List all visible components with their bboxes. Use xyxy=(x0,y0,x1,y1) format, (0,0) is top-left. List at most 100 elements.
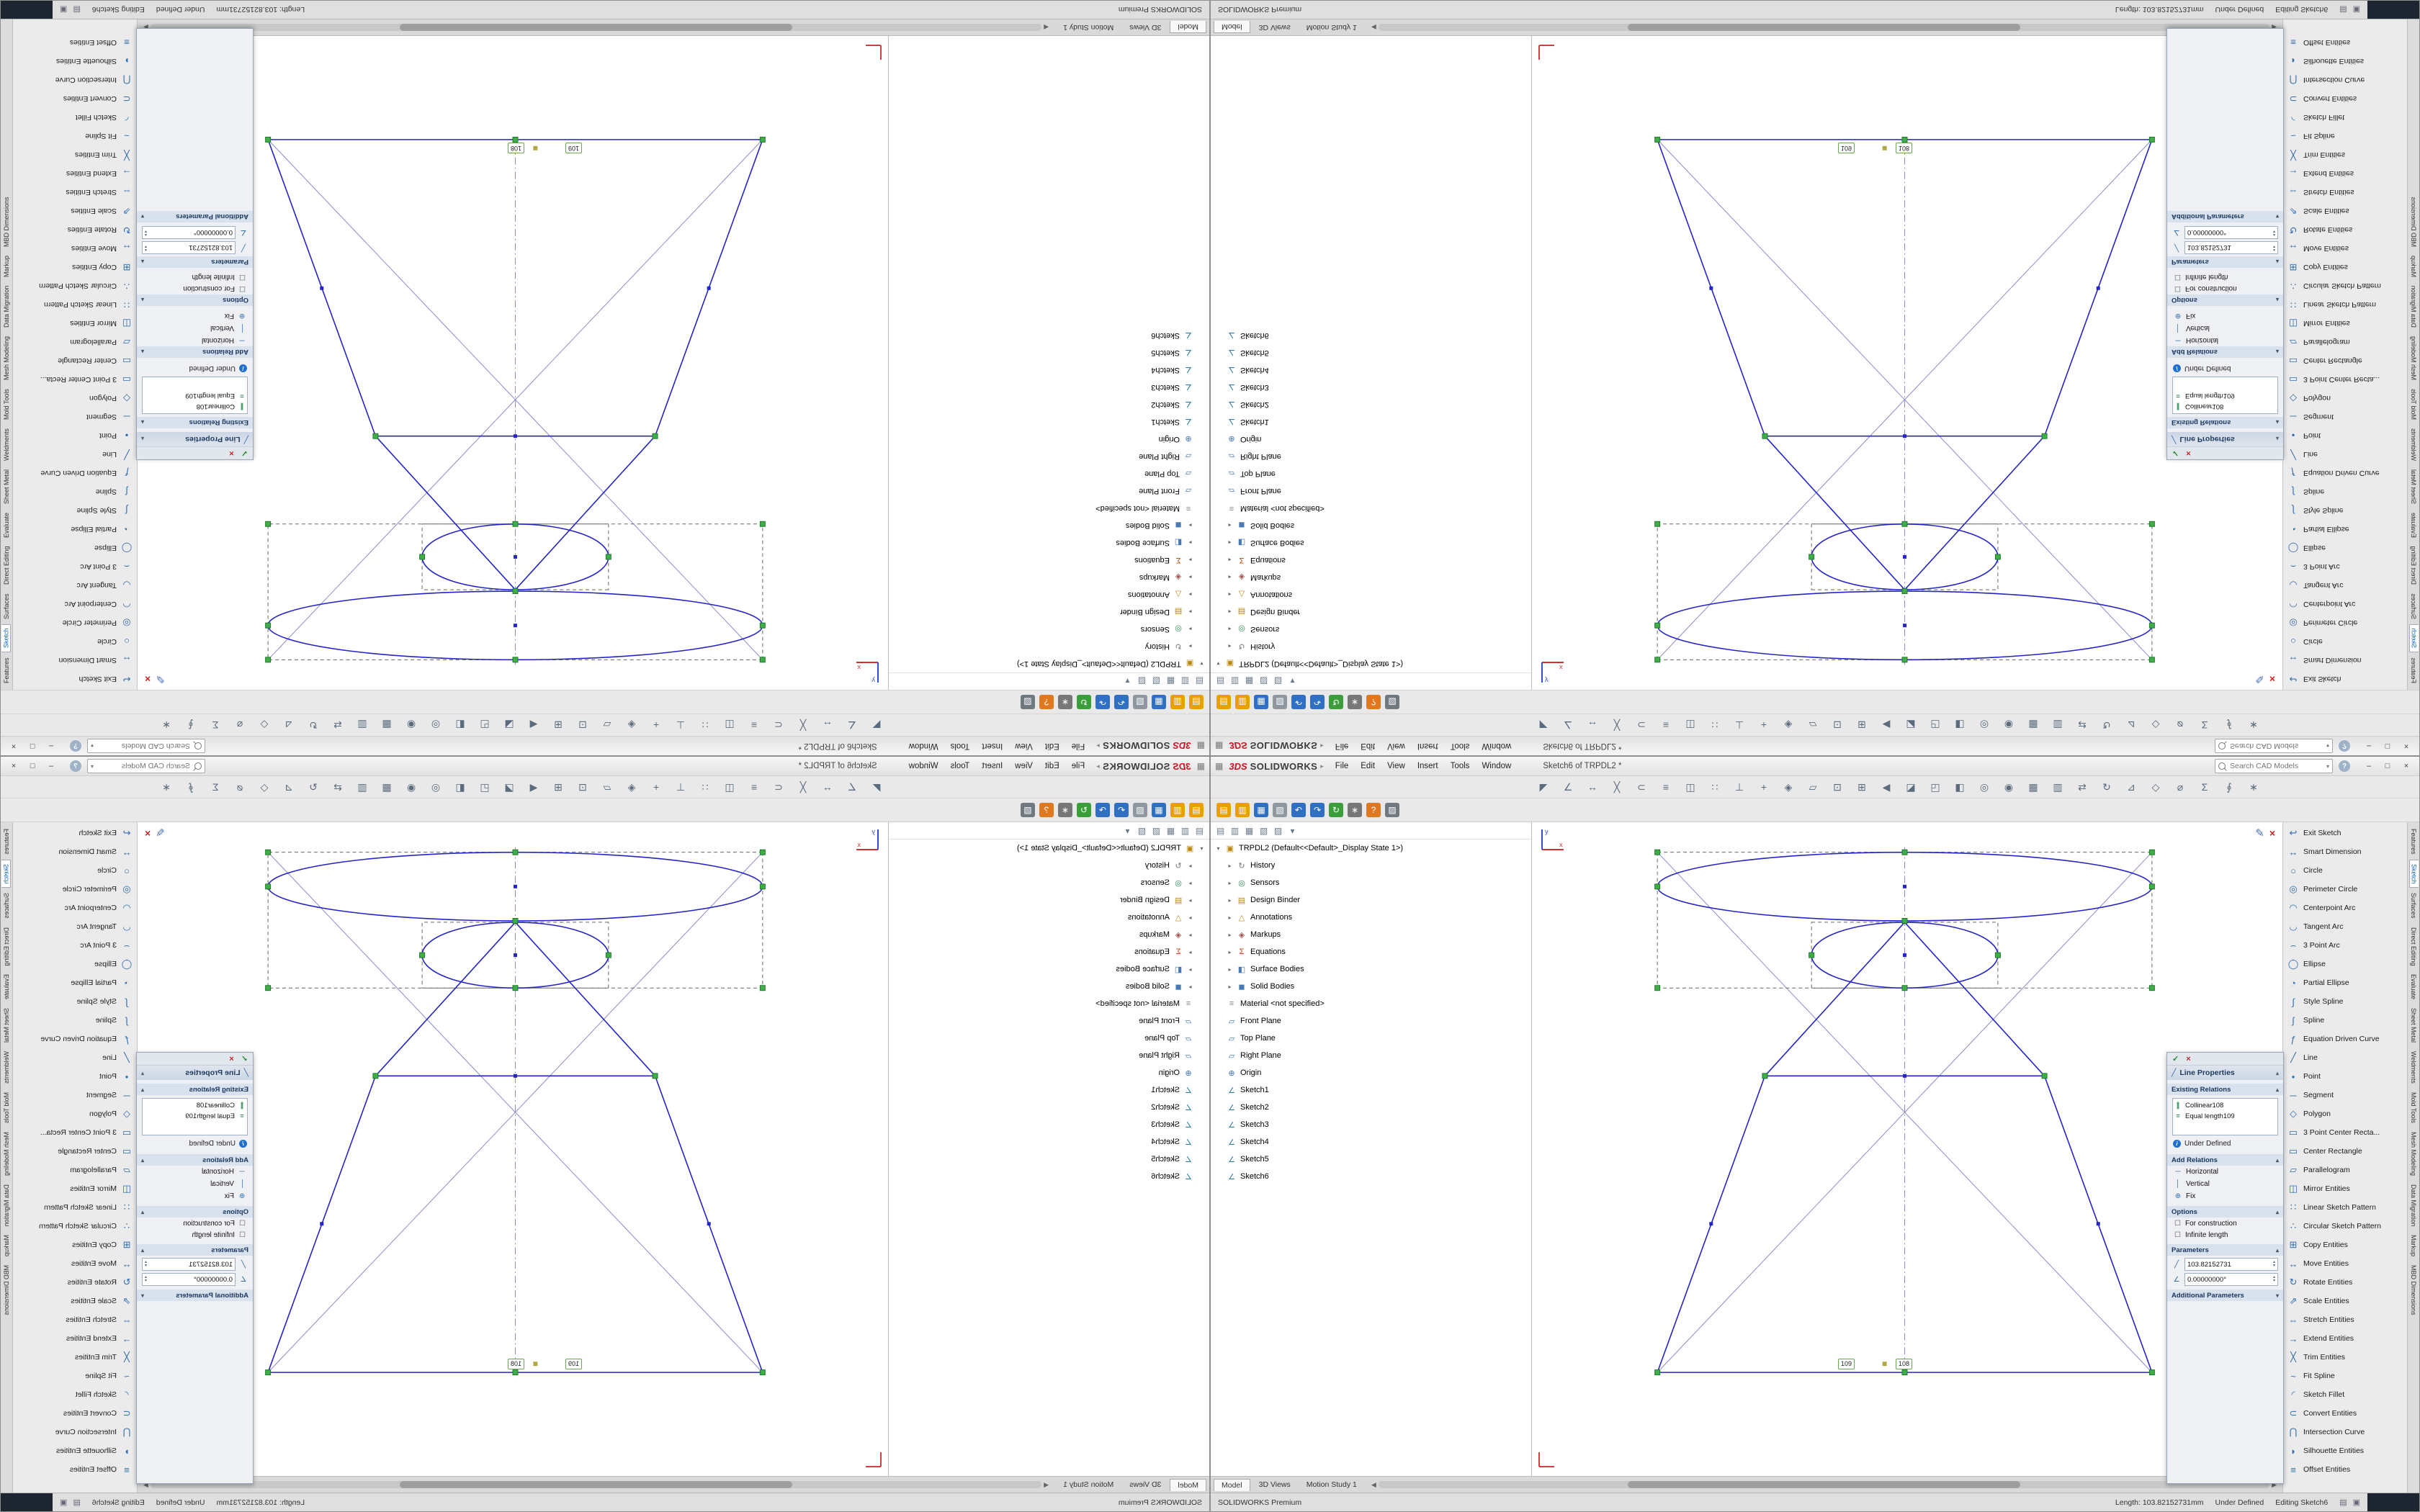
option-infinite-length[interactable]: ☐Infinite length xyxy=(137,1229,253,1241)
custom-properties-icon[interactable]: ▤ xyxy=(73,1498,81,1507)
new-icon[interactable]: ▤ xyxy=(1189,695,1204,709)
tool-parallelogram[interactable]: ▱Parallelogram xyxy=(13,1161,137,1179)
tree-root[interactable]: ▾▣TRPDL2 (Default<<Default>_Display Stat… xyxy=(1211,840,1531,857)
tab-model[interactable]: Model xyxy=(1170,1478,1206,1491)
sketch-pencil-icon[interactable]: ✎ xyxy=(156,827,165,840)
tool-circle[interactable]: ○Circle xyxy=(2283,861,2407,880)
tool-silhouette-entities[interactable]: ◗Silhouette Entities xyxy=(2283,52,2407,71)
menu-insert[interactable]: Insert xyxy=(1412,760,1444,773)
options-header[interactable]: Options ▴ xyxy=(2167,294,2283,306)
tree-markups[interactable]: ▸◈Markups xyxy=(889,926,1209,943)
rapid-sketch-icon[interactable]: ▱ xyxy=(603,719,611,732)
scrollbar-thumb[interactable] xyxy=(1628,1481,2020,1488)
open-icon[interactable]: ▥ xyxy=(1235,803,1250,817)
add-relation-horizontal[interactable]: ─Horizontal xyxy=(137,1166,253,1178)
collapse-icon[interactable]: ▴ xyxy=(2275,436,2279,443)
scroll-right-icon[interactable]: ▶ xyxy=(2272,1480,2277,1488)
tool-3-point-arc[interactable]: ⌢3 Point Arc xyxy=(2283,557,2407,576)
normal-to-icon[interactable]: ⊿ xyxy=(284,780,293,793)
scroll-left-icon[interactable]: ◀ xyxy=(1044,1480,1049,1488)
tree-sketch2[interactable]: ∠Sketch2 xyxy=(1211,1099,1531,1116)
menu-window[interactable]: Window xyxy=(903,739,944,752)
tool-offset-entities[interactable]: ≡Offset Entities xyxy=(2283,1460,2407,1479)
expander-icon[interactable]: ▾ xyxy=(1216,660,1220,667)
tool-copy-entities[interactable]: ⊞Copy Entities xyxy=(2283,258,2407,276)
tree-sketch1[interactable]: ∠Sketch1 xyxy=(1211,413,1531,431)
cm-tab-weldments[interactable]: Weldments xyxy=(2409,425,2418,464)
display-relations-icon[interactable]: ⊥ xyxy=(676,719,686,732)
tree-solid-bodies[interactable]: ▸◼Solid Bodies xyxy=(1211,517,1531,534)
tool-exit-sketch[interactable]: ↩Exit Sketch xyxy=(13,824,137,842)
expander-icon[interactable]: ▸ xyxy=(1188,557,1192,564)
previous-view-icon[interactable]: ◀ xyxy=(1882,719,1891,732)
help-icon[interactable]: ? xyxy=(1039,803,1054,817)
tree-surface-bodies[interactable]: ▸◧Surface Bodies xyxy=(1211,960,1531,978)
new-icon[interactable]: ▤ xyxy=(1216,695,1231,709)
add-relation-vertical[interactable]: │Vertical xyxy=(137,322,253,334)
rapid-sketch-icon[interactable]: ▱ xyxy=(1809,719,1817,732)
tool-point[interactable]: •Point xyxy=(2283,1067,2407,1086)
cancel-button[interactable]: × xyxy=(229,449,234,458)
expander-icon[interactable]: ▾ xyxy=(1216,845,1220,852)
new-icon[interactable]: ▤ xyxy=(1189,803,1204,817)
add-relations-header[interactable]: Add Relations ▴ xyxy=(137,1154,253,1166)
relation-equal-length[interactable]: =Equal length109 xyxy=(144,1111,246,1122)
tool-convert-entities[interactable]: ⊂Convert Entities xyxy=(2283,1404,2407,1423)
mass-properties-icon[interactable]: Σ xyxy=(2201,719,2208,731)
tool-trim-entities[interactable]: ╳Trim Entities xyxy=(13,1348,137,1367)
apply-scene-icon[interactable]: ▦ xyxy=(382,719,392,732)
save-icon[interactable]: ▦ xyxy=(1152,695,1166,709)
expander-icon[interactable]: ▸ xyxy=(1228,948,1232,955)
featuremanager-tab[interactable]: ▤ xyxy=(1195,676,1204,687)
linear-pattern-toolbar-icon[interactable]: ∷ xyxy=(702,780,709,793)
tool-3-point-center-rectangle[interactable]: ▭3 Point Center Recta... xyxy=(2283,1123,2407,1142)
cm-tab-sketch[interactable]: Sketch xyxy=(2408,859,2419,888)
select-tool-icon[interactable]: ◤ xyxy=(1539,719,1548,732)
tree-front-plane[interactable]: ▱Front Plane xyxy=(1211,1012,1531,1030)
tool-copy-entities[interactable]: ⊞Copy Entities xyxy=(13,1236,137,1254)
display-style-icon[interactable]: ◧ xyxy=(455,780,465,793)
open-icon[interactable]: ▥ xyxy=(1170,803,1185,817)
tree-sketch5[interactable]: ∠Sketch5 xyxy=(889,1151,1209,1168)
normal-to-icon[interactable]: ⊿ xyxy=(2127,780,2136,793)
scroll-left-icon[interactable]: ◀ xyxy=(1371,1480,1376,1488)
mirror-toolbar-icon[interactable]: ◫ xyxy=(725,780,735,793)
rebuild-icon[interactable]: ↻ xyxy=(1329,803,1343,817)
menu-insert[interactable]: Insert xyxy=(1412,739,1444,752)
relation-collinear[interactable]: ∥Collinear108 xyxy=(144,401,246,412)
help-button[interactable]: ? xyxy=(70,740,81,752)
display-style-icon[interactable]: ◧ xyxy=(455,719,465,732)
rebuild-icon[interactable]: ↻ xyxy=(1329,695,1343,709)
cm-tab-mesh-modeling[interactable]: Mesh Modeling xyxy=(2409,1128,2418,1179)
expander-icon[interactable]: ▾ xyxy=(1200,845,1204,852)
option-for-construction[interactable]: ☐For construction xyxy=(137,283,253,294)
cm-tab-mbd-dimensions[interactable]: MBD Dimensions xyxy=(2409,193,2418,251)
spinner-icon[interactable]: ▴▾ xyxy=(145,244,148,252)
tool-parallelogram[interactable]: ▱Parallelogram xyxy=(2283,1161,2407,1179)
search-input[interactable] xyxy=(2228,741,2323,751)
expander-icon[interactable]: ▸ xyxy=(1228,522,1232,529)
expander-icon[interactable]: ▸ xyxy=(1228,626,1232,633)
configurationmanager-tab[interactable]: ▦ xyxy=(1166,676,1175,687)
cm-tab-markup[interactable]: Markup xyxy=(2409,1231,2418,1260)
scroll-left-icon[interactable]: ◀ xyxy=(1371,24,1376,32)
view-orientation-icon[interactable]: ◰ xyxy=(1930,780,1940,793)
apply-scene-icon[interactable]: ▦ xyxy=(2028,719,2038,732)
tree-history[interactable]: ▸↻History xyxy=(1211,638,1531,655)
blue-handles[interactable] xyxy=(320,884,711,1226)
previous-view-icon[interactable]: ◀ xyxy=(1882,780,1891,793)
menu-file[interactable]: File xyxy=(1066,760,1091,773)
file-properties-icon[interactable]: ▨ xyxy=(1385,695,1399,709)
file-properties-icon[interactable]: ▨ xyxy=(1021,695,1035,709)
mass-properties-icon[interactable]: Σ xyxy=(2201,781,2208,793)
expander-icon[interactable]: ▸ xyxy=(1188,643,1192,650)
tool-intersection-curve[interactable]: ⋂Intersection Curve xyxy=(2283,71,2407,89)
tool-trim-entities[interactable]: ╳Trim Entities xyxy=(2283,145,2407,164)
rotate-view-icon[interactable]: ↻ xyxy=(309,780,318,793)
offset-toolbar-icon[interactable]: ≡ xyxy=(1662,781,1670,793)
scrollbar-track[interactable] xyxy=(150,24,1042,31)
tree-sketch4[interactable]: ∠Sketch4 xyxy=(889,1133,1209,1151)
tool-style-spline[interactable]: ∫Style Spline xyxy=(13,501,137,520)
